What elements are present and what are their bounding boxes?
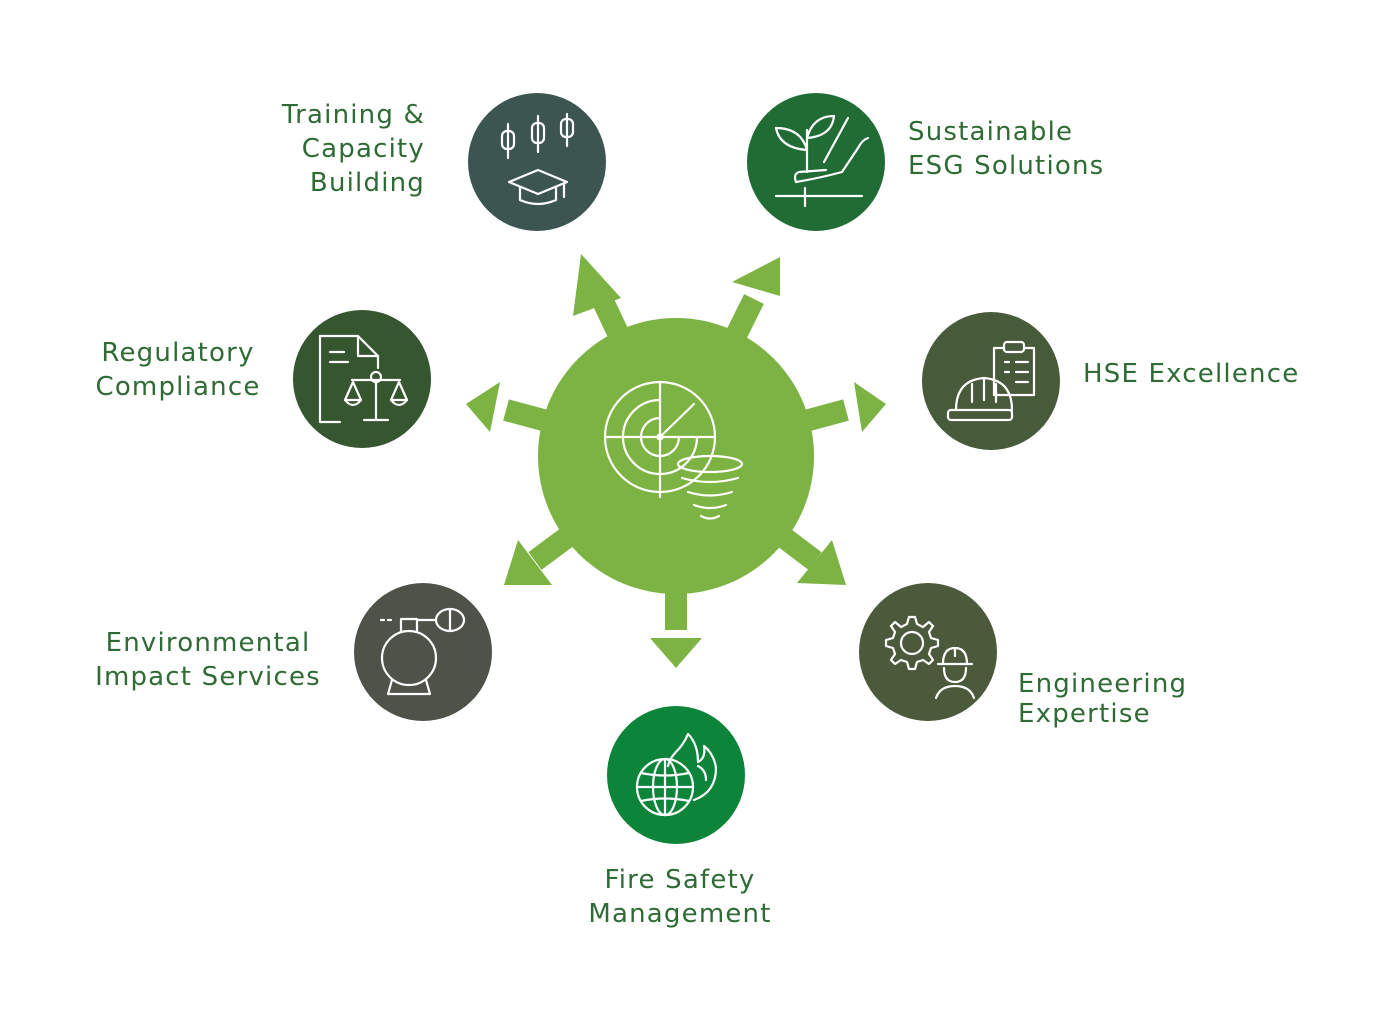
globe-flame-icon bbox=[635, 732, 718, 817]
node-training bbox=[468, 93, 606, 231]
node-sustainable bbox=[747, 93, 885, 231]
gear-engineer-icon bbox=[884, 615, 976, 700]
node-environmental bbox=[354, 583, 492, 721]
node-hse bbox=[922, 312, 1060, 450]
plant-hand-icon bbox=[774, 114, 870, 208]
hardhat-clipboard-icon bbox=[946, 340, 1036, 422]
hub bbox=[538, 318, 814, 594]
label-sustainable: Sustainable ESG Solutions bbox=[908, 117, 1105, 181]
label-regulatory: Regulatory Compliance bbox=[95, 338, 261, 402]
node-engineering bbox=[859, 583, 997, 721]
label-training: Training & Capacity Building bbox=[281, 100, 425, 198]
hub-circle bbox=[538, 318, 814, 594]
label-engineering: Engineering Expertise bbox=[1018, 669, 1188, 729]
label-environmental: Environmental Impact Services bbox=[95, 628, 321, 692]
label-hse: HSE Excellence bbox=[1083, 359, 1300, 389]
node-regulatory bbox=[293, 310, 431, 448]
node-fire bbox=[607, 706, 745, 844]
label-fire: Fire Safety Management bbox=[588, 865, 772, 929]
document-scales-icon bbox=[318, 334, 409, 424]
air-monitor-icon bbox=[379, 607, 466, 696]
radar-tornado-icon bbox=[603, 380, 744, 520]
graduation-chart-icon bbox=[500, 112, 575, 206]
